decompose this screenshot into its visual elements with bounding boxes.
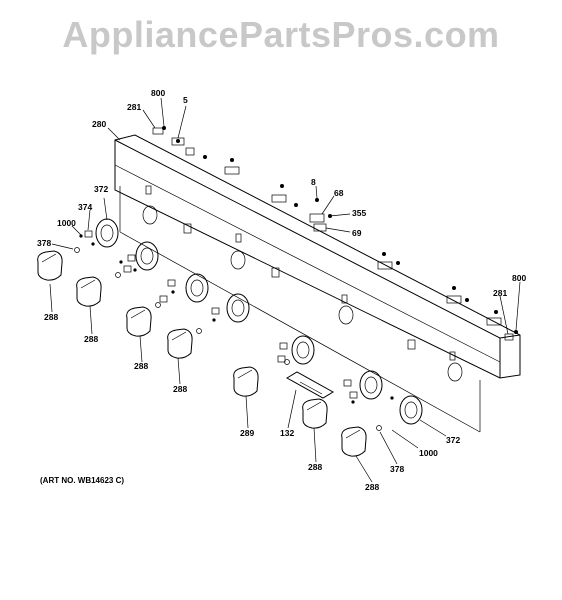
callout-288-a: 288 (44, 312, 58, 322)
art-number: (ART NO. WB14623 C) (40, 476, 125, 485)
callout-8: 8 (311, 177, 316, 187)
callout-132: 132 (280, 428, 294, 438)
callout-372-right: 372 (446, 435, 460, 445)
callout-288-e: 288 (308, 462, 322, 472)
callout-288-c: 288 (134, 361, 148, 371)
callout-288-f: 288 (365, 482, 379, 492)
top-brackets (152, 126, 518, 341)
leader-lines (49, 97, 521, 483)
nameplate (286, 371, 334, 399)
callout-68: 68 (334, 188, 344, 198)
callout-378-right: 378 (390, 464, 404, 474)
callout-355: 355 (352, 208, 366, 218)
callout-800-right: 800 (512, 273, 526, 283)
control-knobs (37, 250, 367, 457)
callout-378-left: 378 (37, 238, 51, 248)
knob-bezels (95, 218, 423, 425)
callout-labels: 800 281 5 280 372 374 1000 378 288 288 2… (37, 88, 526, 492)
callout-289: 289 (240, 428, 254, 438)
callout-281-top: 281 (127, 102, 141, 112)
callout-1000-left: 1000 (57, 218, 76, 228)
callout-281-right: 281 (493, 288, 507, 298)
callout-280: 280 (92, 119, 106, 129)
callout-800-top: 800 (151, 88, 165, 98)
callout-5: 5 (183, 95, 188, 105)
callout-288-b: 288 (84, 334, 98, 344)
control-panel (114, 134, 521, 433)
callout-1000-right: 1000 (419, 448, 438, 458)
watermark-text: AppliancePartsPros.com (62, 14, 500, 55)
callout-374: 374 (78, 202, 92, 212)
callout-372-left: 372 (94, 184, 108, 194)
callout-288-d: 288 (173, 384, 187, 394)
callout-69: 69 (352, 228, 362, 238)
knob-clips (74, 230, 394, 431)
panel-openings (142, 185, 463, 382)
